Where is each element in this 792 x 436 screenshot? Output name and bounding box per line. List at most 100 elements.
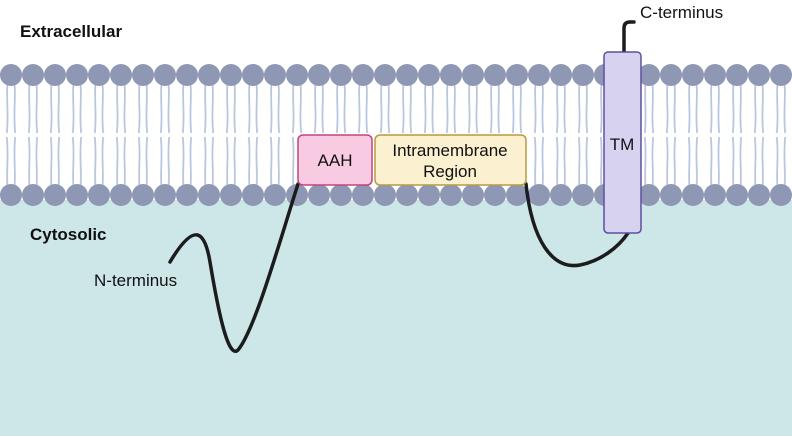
lipid-tail [687,136,691,189]
lipid-tail [643,136,647,189]
lipid-head [198,64,220,86]
lipid-tail [585,81,589,134]
lipid-tail [27,81,31,134]
lipid-tail [13,136,17,189]
lipid-head [726,64,748,86]
lipid-tail [365,81,369,134]
lipid-head [176,64,198,86]
lipid-tail [687,81,691,134]
lipid-head [396,184,418,206]
lipid-head [352,64,374,86]
lipid-head [88,184,110,206]
lipid-head [506,184,528,206]
lipid-head [374,64,396,86]
lipid-tail [277,136,281,189]
lipid-tail [775,136,779,189]
lipid-tail [79,136,83,189]
lipid-head [396,64,418,86]
lipid-head [44,184,66,206]
lipid-tail [511,81,515,134]
lipid-tail [35,136,39,189]
lipid-tail [651,81,655,134]
lipid-head [22,184,44,206]
lipid-tail [57,81,61,134]
aah-domain: AAH [297,134,373,186]
intramembrane-label-line2: Region [423,162,477,181]
lipid-tail [335,81,339,134]
lipid-head [286,64,308,86]
lipid-tail [775,81,779,134]
n-terminus-label: N-terminus [94,271,177,290]
lipid-tail [211,136,215,189]
lipid-tail [731,81,735,134]
lipid-head [264,64,286,86]
lipid-tail [401,81,405,134]
lipid-tail [123,81,127,134]
lipid-head [374,184,396,206]
lipid-head [176,184,198,206]
lipid-tail [225,81,229,134]
lipid-tail [115,81,119,134]
lipid-tail [761,136,765,189]
lipid-tail [115,136,119,189]
lipid-tail [233,81,237,134]
lipid-tail [563,81,567,134]
lipid-tail [211,81,215,134]
lipid-head [308,184,330,206]
cytosolic-loop-chain [524,182,630,268]
lipid-head [440,184,462,206]
intramembrane-label-line1: Intramembrane [392,141,507,160]
lipid-tail [71,81,75,134]
lipid-tail [673,136,677,189]
lipid-head [550,184,572,206]
tm-label: TM [610,135,635,154]
lipid-head [704,64,726,86]
lipid-head [484,64,506,86]
lipid-head [748,184,770,206]
lipid-tail [665,136,669,189]
lipid-head [704,184,726,206]
lipid-head [330,184,352,206]
lipid-tail [137,136,141,189]
lipid-tail [189,81,193,134]
tm-domain: TM [603,51,642,234]
lipid-tail [577,81,581,134]
lipid-head [462,64,484,86]
lipid-tail [79,81,83,134]
lipid-tail [753,136,757,189]
lipid-head [44,64,66,86]
lipid-tail [783,136,787,189]
lipid-tail [13,81,17,134]
lipid-head [528,184,550,206]
lipid-head [638,184,660,206]
lipid-head [0,64,22,86]
lipid-tail [753,81,757,134]
lipid-head [528,64,550,86]
lipid-tail [181,81,185,134]
lipid-head [506,64,528,86]
lipid-head [572,64,594,86]
lipid-head [242,64,264,86]
lipid-tail [269,136,273,189]
lipid-tail [57,136,61,189]
lipid-head [770,64,792,86]
lipid-head [682,64,704,86]
lipid-tail [555,136,559,189]
lipid-tail [313,81,317,134]
lipid-tail [709,81,713,134]
lipid-head [308,64,330,86]
lipid-head [418,64,440,86]
lipid-tail [255,81,259,134]
lipid-tail [269,81,273,134]
lipid-head [220,64,242,86]
lipid-tail [541,81,545,134]
lipid-head [66,184,88,206]
lipid-head [682,184,704,206]
lipid-tail [489,81,493,134]
lipid-tail [379,81,383,134]
lipid-tail [467,81,471,134]
lipid-tail [717,136,721,189]
lipid-tail [533,136,537,189]
lipid-head [66,64,88,86]
